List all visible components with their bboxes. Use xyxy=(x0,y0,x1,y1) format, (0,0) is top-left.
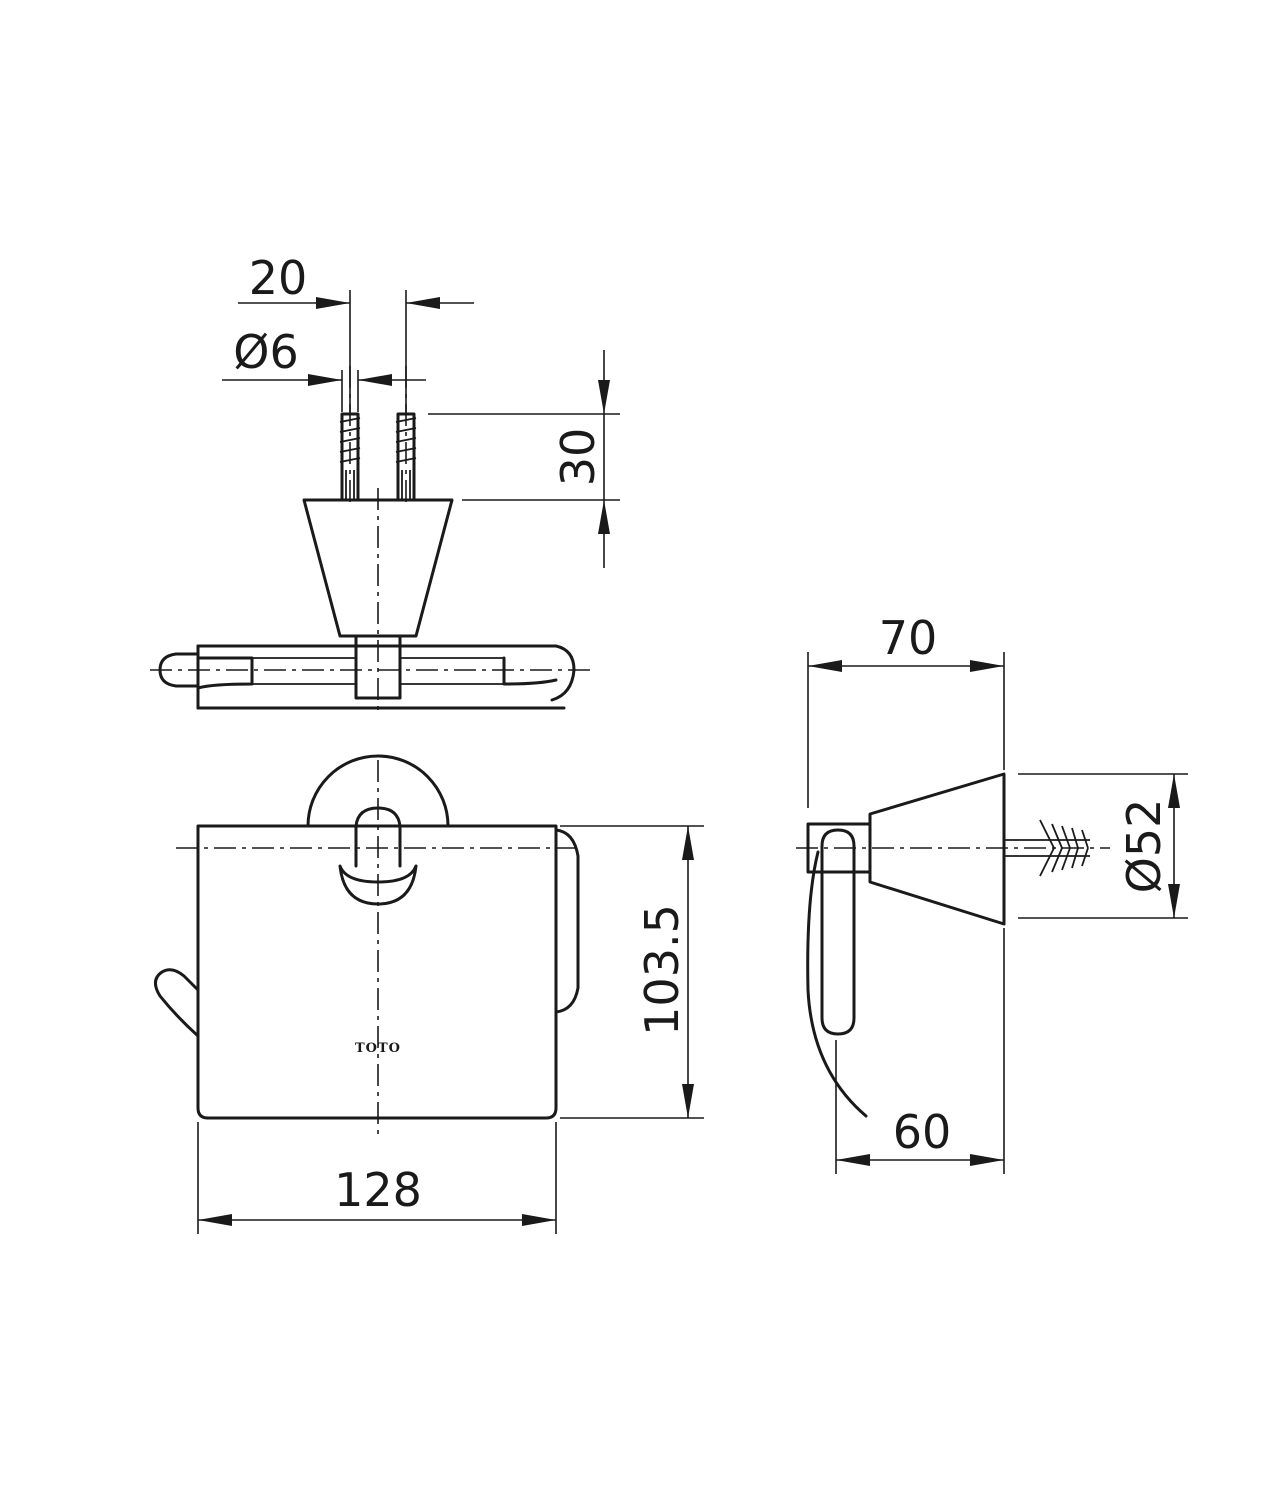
label-width: 128 xyxy=(334,1163,422,1217)
top-base-trapezoid xyxy=(302,498,454,638)
top-view xyxy=(150,366,590,712)
brand-logo: TOTO xyxy=(355,1041,401,1056)
front-escutcheon xyxy=(306,754,450,828)
side-screw xyxy=(1004,819,1090,877)
dim-arm-depth: 60 xyxy=(835,928,1005,1174)
label-arm-depth: 60 xyxy=(893,1105,952,1159)
front-arm xyxy=(554,828,580,1014)
top-cover-plate xyxy=(196,644,576,710)
side-arm xyxy=(820,828,856,1036)
side-base-cone xyxy=(868,772,1006,926)
label-height: 103.5 xyxy=(635,904,689,1036)
dim-pitch: 20 xyxy=(238,251,474,412)
front-cover xyxy=(196,824,558,1120)
label-base-diameter: Ø52 xyxy=(1117,799,1171,894)
label-pitch: 20 xyxy=(249,251,308,305)
front-view: TOTO xyxy=(154,754,580,1138)
label-screw-diameter: Ø6 xyxy=(233,325,298,379)
dim-screw-depth: 30 xyxy=(428,350,620,568)
dim-screw-diameter: Ø6 xyxy=(222,325,426,412)
dim-width: 128 xyxy=(197,1122,557,1234)
front-cutout-bottom xyxy=(338,864,418,906)
front-hook xyxy=(154,968,200,1038)
side-cover-flap xyxy=(806,850,868,1118)
dim-base-diameter: Ø52 xyxy=(1018,773,1188,919)
label-depth: 70 xyxy=(879,611,938,665)
dim-depth: 70 xyxy=(807,611,1005,808)
label-screw-depth: 30 xyxy=(551,428,605,487)
side-view xyxy=(796,772,1110,1118)
dim-height: 103.5 xyxy=(560,825,704,1119)
